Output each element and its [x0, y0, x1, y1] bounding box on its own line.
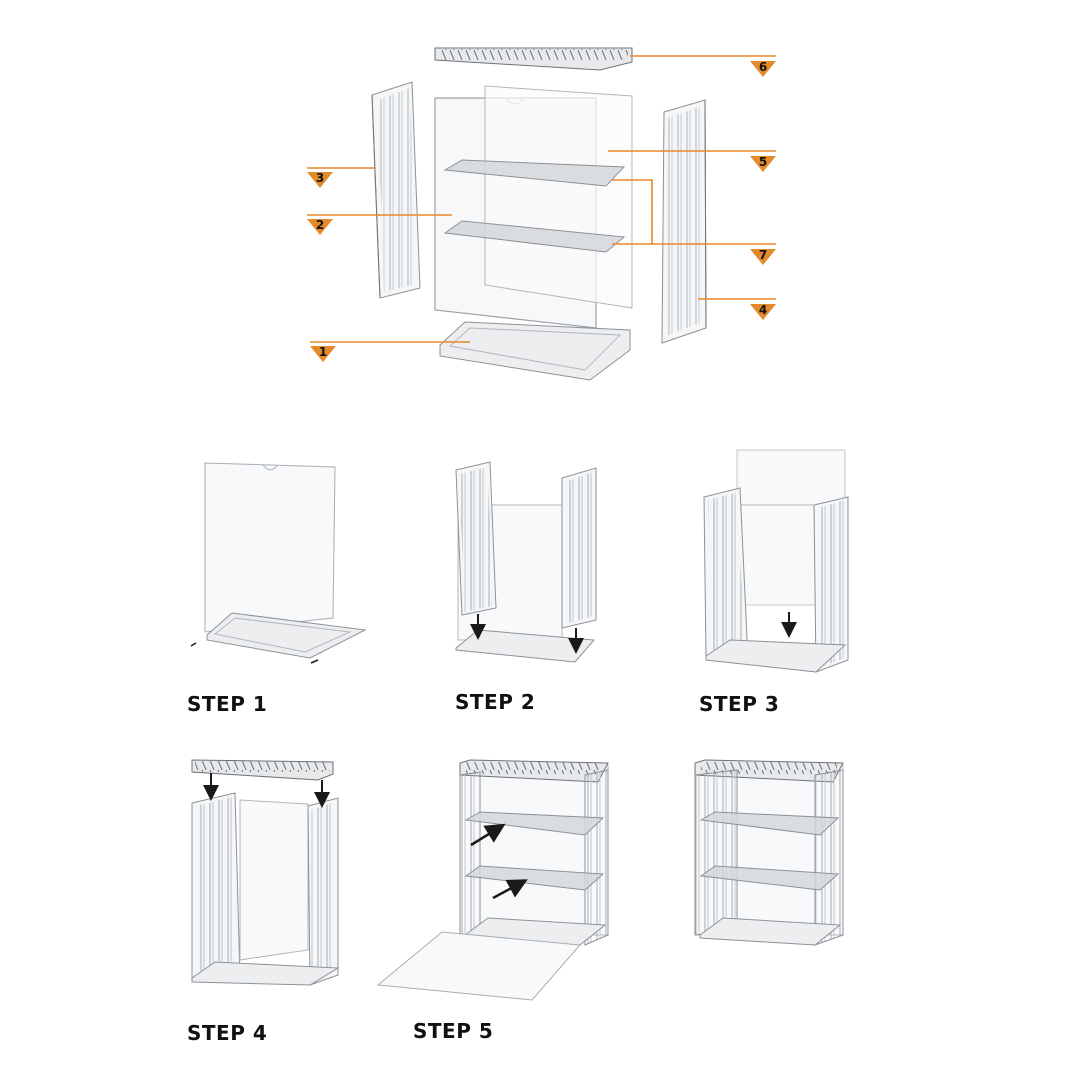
part-6-top-rack: [434, 47, 633, 71]
svg-text:4: 4: [759, 303, 767, 317]
part-5-front-panel: [484, 85, 633, 309]
step-2-label: STEP 2: [455, 690, 536, 714]
marker-1: 1: [310, 345, 336, 362]
svg-text:6: 6: [759, 60, 767, 74]
svg-text:2: 2: [316, 218, 324, 232]
step-5-illustration: [376, 759, 609, 1001]
step-1-illustration: [190, 462, 367, 664]
part-4-right-side-frame: [661, 99, 707, 344]
leader-lines: [307, 55, 776, 343]
marker-3: 3: [307, 171, 333, 188]
marker-5: 5: [750, 155, 776, 172]
marker-7: 7: [750, 248, 776, 265]
exploded-view: 6 5 7 4 3 2 1: [307, 47, 776, 381]
svg-text:1: 1: [319, 345, 327, 359]
svg-text:5: 5: [759, 155, 767, 169]
step-3-label: STEP 3: [699, 692, 780, 716]
svg-text:3: 3: [316, 171, 324, 185]
step-2-illustration: [455, 461, 597, 663]
part-7-shelves: [443, 159, 626, 253]
marker-4: 4: [750, 303, 776, 320]
step-4-label: STEP 4: [187, 1021, 268, 1045]
svg-text:7: 7: [759, 248, 767, 262]
step-3-illustration: [703, 449, 849, 673]
marker-6: 6: [750, 60, 776, 77]
part-1-base: [439, 321, 631, 381]
step-5-label: STEP 5: [413, 1019, 494, 1043]
marker-2: 2: [307, 218, 333, 235]
final-assembled-illustration: [694, 759, 844, 946]
step-1-label: STEP 1: [187, 692, 268, 716]
part-3-left-side-frame: [371, 81, 421, 299]
step-4-illustration: [191, 759, 340, 986]
